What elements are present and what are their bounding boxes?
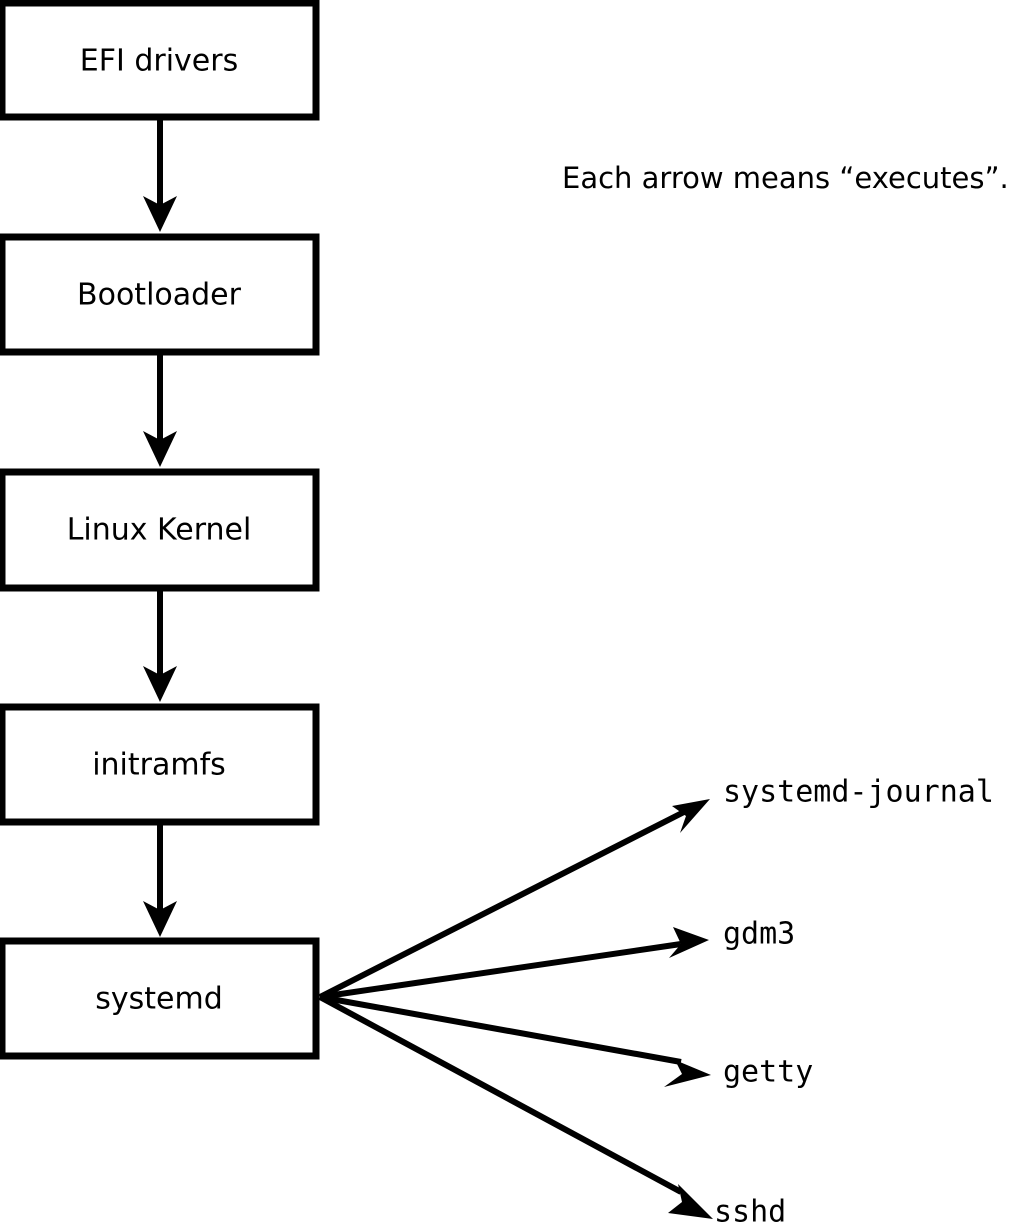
legend-text: Each arrow means “executes”. [562, 161, 1009, 195]
service-label-gdm3[interactable]: gdm3 [723, 917, 795, 952]
service-label-getty[interactable]: getty [723, 1055, 813, 1090]
stage-label-initramfs: initramfs [92, 748, 226, 783]
stage-box-linux-kernel[interactable]: Linux Kernel [0, 468, 320, 592]
arrow-kernel-to-initramfs [143, 588, 177, 702]
arrow-systemd-to-systemd-journal [318, 799, 710, 1000]
stage-boxes: EFI drivers Bootloader Linux Kernel init… [0, 0, 320, 1060]
stage-box-initramfs[interactable]: initramfs [0, 703, 320, 826]
stage-box-bootloader[interactable]: Bootloader [0, 233, 320, 356]
flow-connectors [143, 117, 177, 937]
stage-label-systemd: systemd [95, 982, 223, 1017]
arrow-initramfs-to-systemd [143, 822, 177, 937]
stage-label-bootloader: Bootloader [77, 278, 242, 313]
stage-label-efi-drivers: EFI drivers [80, 44, 238, 79]
stage-box-efi-drivers[interactable]: EFI drivers [0, 0, 320, 121]
arrow-bootloader-to-kernel [143, 352, 177, 467]
arrow-systemd-to-sshd [318, 994, 713, 1219]
service-label-sshd[interactable]: sshd [714, 1195, 786, 1230]
stage-box-systemd[interactable]: systemd [0, 937, 320, 1060]
arrow-systemd-to-gdm3 [319, 927, 709, 1000]
arrow-systemd-to-getty [319, 994, 711, 1087]
service-labels: systemd-journal gdm3 getty sshd [714, 775, 994, 1230]
service-label-systemd-journal[interactable]: systemd-journal [723, 775, 994, 810]
stage-label-linux-kernel: Linux Kernel [67, 513, 252, 548]
arrow-efi-to-bootloader [143, 117, 177, 232]
service-connectors [318, 799, 713, 1219]
